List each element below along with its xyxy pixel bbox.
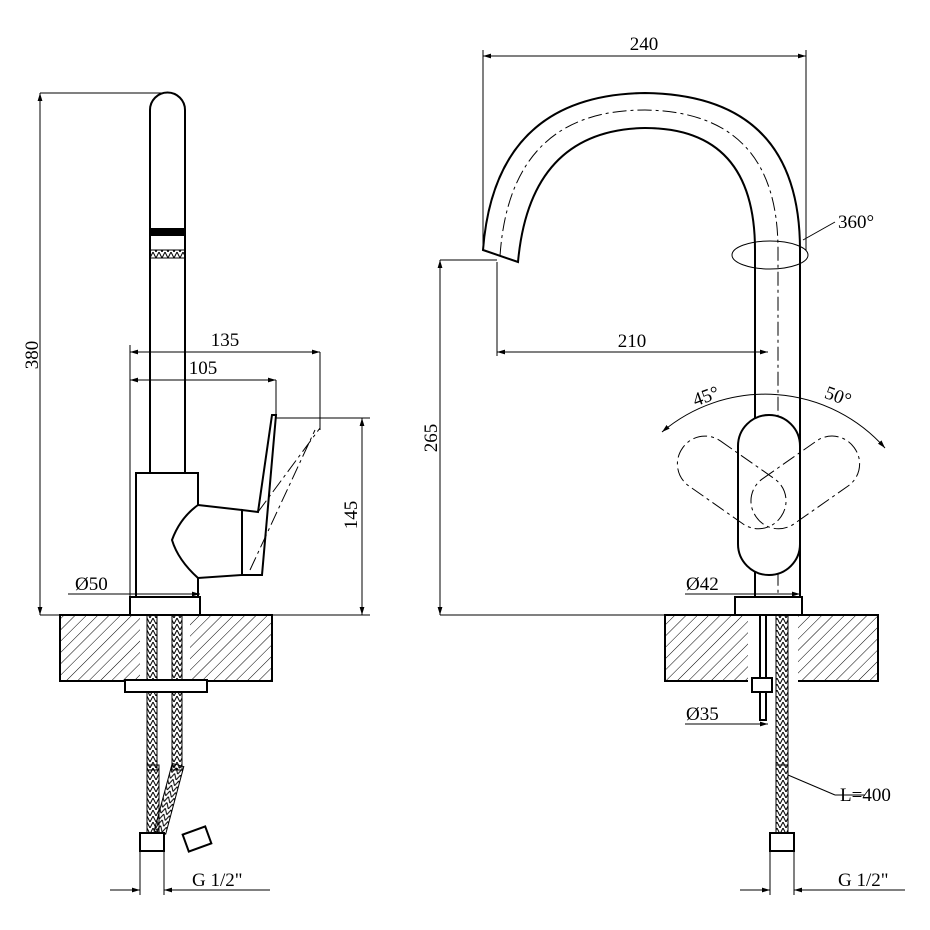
dim-380: 380 <box>22 341 43 370</box>
hose-fitting-left-2 <box>181 825 213 853</box>
hose-right <box>775 614 789 766</box>
spout-centerline <box>499 109 779 600</box>
base-plate-left <box>129 596 201 616</box>
aerator-ring <box>150 228 185 236</box>
body-right <box>737 414 801 576</box>
mounting-nut-left <box>124 679 208 693</box>
hose-fitting-left-1 <box>139 832 165 852</box>
dim-angle-50: 50° <box>822 382 854 411</box>
base-plate-right <box>734 596 803 616</box>
left-side-view: 380 135 105 145 Ø50 G 1/2" <box>22 91 370 895</box>
handle-swing-path-left <box>249 427 321 571</box>
dim-265: 265 <box>421 424 442 453</box>
dim-base-diameter-right: Ø42 <box>686 574 719 595</box>
dim-base-diameter-left: Ø50 <box>75 574 108 595</box>
dim-thread-right: G 1/2" <box>838 870 889 891</box>
handle-lever-left <box>241 414 278 576</box>
dim-mount-diameter: Ø35 <box>686 704 719 725</box>
right-front-view: 45° 50° 240 360° 210 265 Ø42 Ø35 L=400 <box>421 34 905 895</box>
dim-240: 240 <box>630 34 659 55</box>
hose-fitting-right <box>769 832 795 852</box>
dim-135: 135 <box>211 330 240 351</box>
dim-hose-length: L=400 <box>840 785 891 806</box>
handle-swing-arc <box>661 393 886 449</box>
dim-angle-45: 45° <box>690 382 722 411</box>
dim-thread-left: G 1/2" <box>192 870 243 891</box>
mounting-nut-right <box>751 677 773 693</box>
dim-105: 105 <box>189 358 218 379</box>
aerator-mesh <box>149 249 186 259</box>
handle-hub-left <box>170 503 243 580</box>
rotation-indicator <box>731 240 809 270</box>
dim-210: 210 <box>618 331 647 352</box>
spout-left <box>149 91 186 474</box>
mounting-stud <box>759 614 767 721</box>
dim-145: 145 <box>341 501 362 530</box>
hose-right-lower <box>775 764 789 836</box>
dim-rotation-360: 360° <box>838 212 874 233</box>
